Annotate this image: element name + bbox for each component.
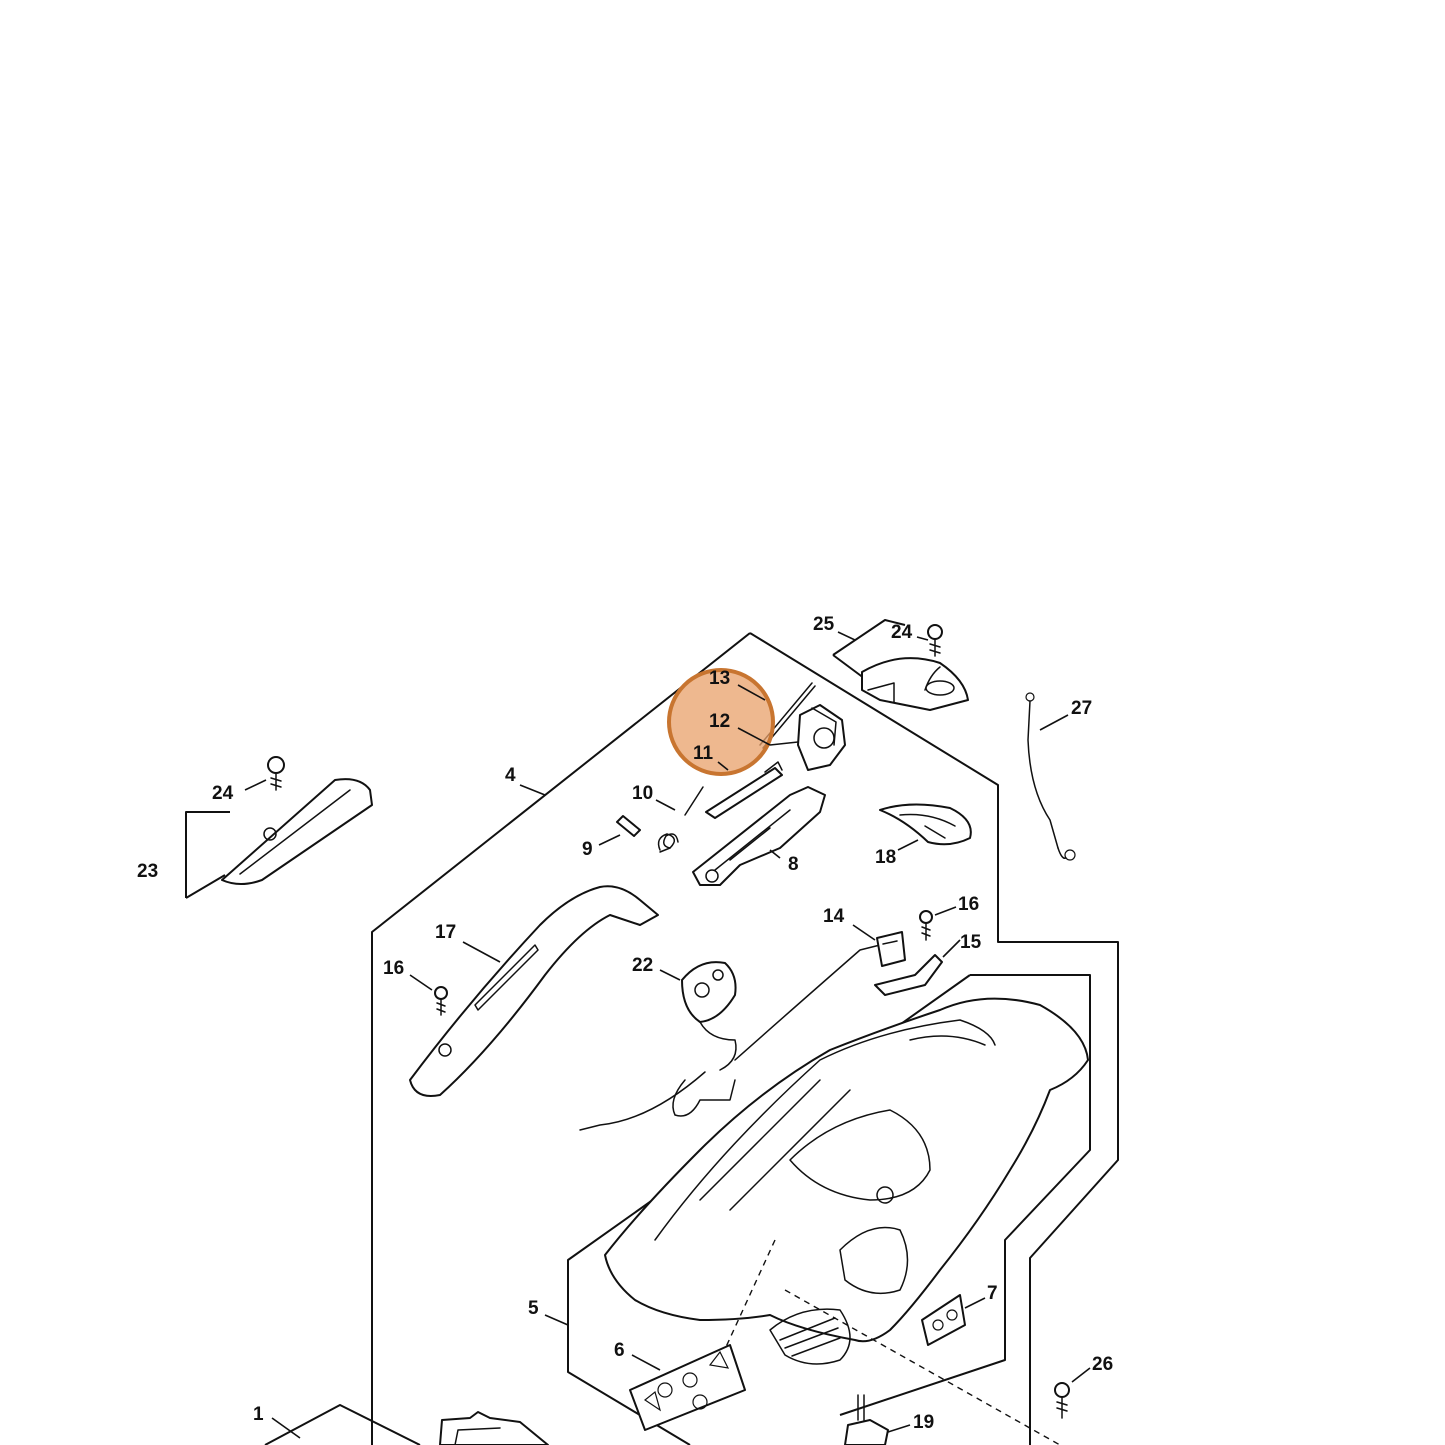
part-7-warning-label[interactable] (921, 1294, 966, 1346)
highlight-marker (667, 668, 775, 776)
label-part-23[interactable]: 23 (137, 861, 158, 882)
label-part-13[interactable]: 13 (709, 668, 730, 689)
label-part-7[interactable]: 7 (987, 1283, 998, 1304)
label-part-25[interactable]: 25 (813, 614, 835, 635)
part-24-screw-right[interactable] (927, 624, 943, 657)
label-part-17[interactable]: 17 (435, 922, 456, 943)
assembly-line-6 (719, 1239, 776, 1361)
assembly-line-26 (784, 1289, 1061, 1445)
part-26-screw[interactable] (1054, 1382, 1070, 1419)
label-part-12[interactable]: 12 (709, 711, 730, 732)
part-27-cable[interactable] (1025, 692, 1076, 861)
part-15-bracket[interactable] (874, 954, 943, 996)
label-part-26[interactable]: 26 (1092, 1354, 1113, 1375)
label-part-22[interactable]: 22 (632, 955, 653, 976)
label-part-16-right[interactable]: 16 (958, 894, 979, 915)
part-19-mount[interactable] (844, 1394, 889, 1445)
group-outline-4 (371, 632, 1119, 1445)
part-23-cover[interactable] (221, 778, 373, 885)
label-part-6[interactable]: 6 (614, 1340, 625, 1361)
part-12-switch[interactable] (797, 704, 846, 771)
part-8-trigger[interactable] (692, 786, 826, 886)
group-outline-1 (264, 1404, 421, 1445)
part-25-top-cover[interactable] (861, 657, 969, 711)
label-part-5[interactable]: 5 (528, 1298, 539, 1319)
label-part-9[interactable]: 9 (582, 839, 593, 860)
part-1-base[interactable] (439, 1411, 549, 1445)
label-part-16-left[interactable]: 16 (383, 958, 404, 979)
label-part-19[interactable]: 19 (913, 1412, 934, 1433)
part-11-lever[interactable] (705, 761, 783, 819)
label-part-1[interactable]: 1 (253, 1404, 264, 1425)
part-10-spring[interactable] (657, 786, 704, 853)
label-part-10[interactable]: 10 (632, 783, 653, 804)
label-part-15[interactable]: 15 (960, 932, 982, 953)
leader-lines (244, 631, 1091, 1439)
part-16-screw-right[interactable] (919, 910, 933, 941)
label-part-14[interactable]: 14 (823, 906, 845, 927)
part-14-clip[interactable] (876, 931, 906, 967)
label-part-24-left[interactable]: 24 (212, 783, 234, 804)
part-5-housing[interactable] (604, 997, 1089, 1365)
part-17-grip[interactable] (409, 885, 659, 1097)
group-outline-23 (185, 811, 230, 899)
label-part-18[interactable]: 18 (875, 847, 896, 868)
label-part-24-right[interactable]: 24 (891, 622, 913, 643)
label-part-11[interactable]: 11 (693, 743, 714, 764)
part-9-pin[interactable] (616, 815, 641, 837)
part-18-cap[interactable] (879, 803, 972, 846)
part-24-screw-left[interactable] (267, 756, 285, 791)
part-22-connector[interactable] (579, 944, 881, 1131)
label-part-8[interactable]: 8 (788, 854, 799, 875)
part-16-screw-left[interactable] (434, 986, 448, 1016)
part-6-warning-label[interactable] (629, 1344, 746, 1431)
label-part-4[interactable]: 4 (505, 765, 516, 786)
label-part-27[interactable]: 27 (1071, 698, 1092, 719)
